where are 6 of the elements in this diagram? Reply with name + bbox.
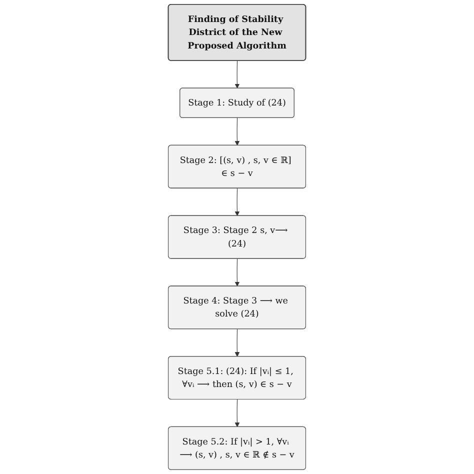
arrow	[234, 328, 240, 357]
arrow	[234, 118, 240, 146]
arrow	[234, 399, 240, 428]
arrow	[234, 60, 240, 88]
arrow	[234, 188, 240, 216]
arrow	[234, 258, 240, 286]
